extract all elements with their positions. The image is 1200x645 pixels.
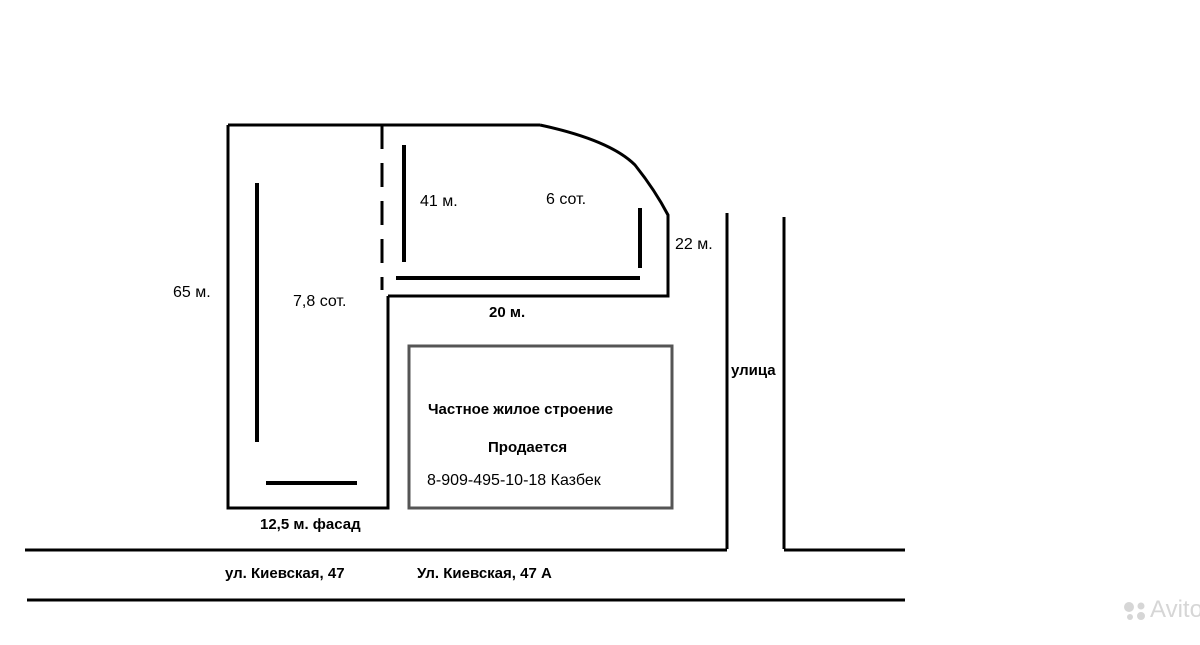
avito-watermark: Avito: [1122, 596, 1200, 624]
building-status: Продается: [488, 439, 568, 456]
right-plot-outline: [388, 123, 670, 298]
left-plot-area-label: 7,8 сот.: [293, 293, 347, 310]
avito-logo-icon: [1124, 601, 1145, 620]
building-title: Частное жилое строение: [428, 401, 614, 418]
left-plot-length-label: 65 м.: [173, 284, 211, 301]
avito-watermark-text: Avito: [1150, 596, 1200, 623]
left-plot-facade-label: 12,5 м. фасад: [260, 516, 361, 533]
right-plot-side-label: 22 м.: [675, 236, 713, 253]
right-plot-width-label: 20 м.: [489, 304, 526, 321]
building-outline: [407, 344, 674, 510]
building-contact: 8-909-495-10-18 Казбек: [427, 472, 601, 489]
left-plot-outline: [226, 125, 390, 510]
address-left-label: ул. Киевская, 47: [225, 565, 345, 582]
right-plot-area-label: 6 сот.: [546, 191, 587, 208]
side-street-label: улица: [731, 362, 776, 379]
address-right-label: Ул. Киевская, 47 А: [417, 565, 552, 582]
right-plot-depth-label: 41 м.: [420, 193, 458, 210]
